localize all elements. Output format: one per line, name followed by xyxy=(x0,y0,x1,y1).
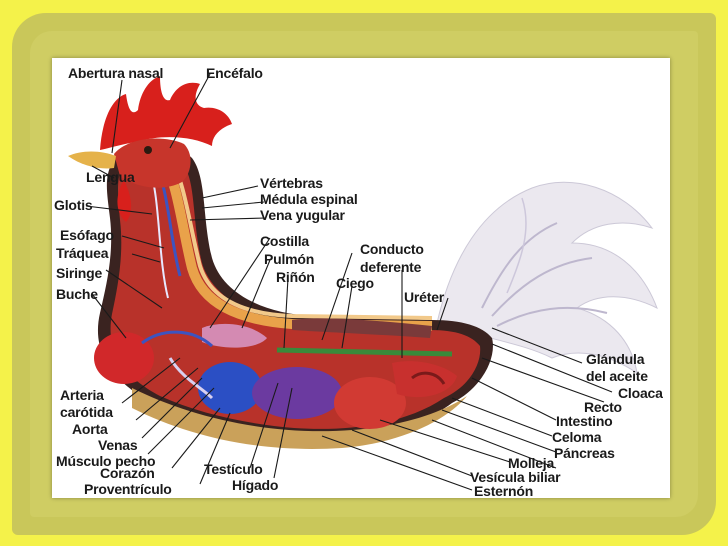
rooster-anatomy-illustration xyxy=(68,73,658,491)
label-venas: Venas xyxy=(98,437,138,453)
label-testiculo: Testículo xyxy=(204,461,263,477)
label-recto: Recto xyxy=(584,399,622,415)
label-medula-espinal: Médula espinal xyxy=(260,191,358,207)
label-pulmon: Pulmón xyxy=(264,251,315,267)
label-pancreas: Páncreas xyxy=(554,445,615,461)
label-ciego: Ciego xyxy=(336,275,374,291)
label-ureter: Uréter xyxy=(404,289,445,305)
label-esternon: Esternón xyxy=(474,483,534,498)
label-arteria: Arteria xyxy=(60,387,104,403)
label-esofago: Esófago xyxy=(60,227,114,243)
label-corazon: Corazón xyxy=(100,465,155,481)
label-siringe: Siringe xyxy=(56,265,103,281)
label-deferente: deferente xyxy=(360,259,422,275)
label-buche: Buche xyxy=(56,286,98,302)
tail-feathers xyxy=(436,181,658,375)
label-rinon: Riñón xyxy=(276,269,315,285)
label-lengua: Lengua xyxy=(86,169,135,185)
label-aorta: Aorta xyxy=(72,421,108,437)
label-costilla: Costilla xyxy=(260,233,309,249)
label-celoma: Celoma xyxy=(552,429,602,445)
leader-lines xyxy=(85,73,613,491)
label-vesicula-biliar: Vesícula biliar xyxy=(470,469,561,485)
label-glotis: Glotis xyxy=(54,197,93,213)
rooster-anatomy-figure: Abertura nasal Encéfalo Lengua Glotis Es… xyxy=(52,58,670,498)
label-traquea: Tráquea xyxy=(56,245,109,261)
label-abertura-nasal: Abertura nasal xyxy=(68,65,164,81)
label-cloaca: Cloaca xyxy=(618,385,663,401)
label-molleja: Molleja xyxy=(508,455,555,471)
label-intestino: Intestino xyxy=(556,413,613,429)
label-vena-yugular: Vena yugular xyxy=(260,207,345,223)
label-proventriculo: Proventrículo xyxy=(84,481,172,497)
label-higado: Hígado xyxy=(232,477,279,493)
label-vertebras: Vértebras xyxy=(260,175,323,191)
label-conducto: Conducto xyxy=(360,241,424,257)
label-musculo-pecho: Músculo pecho xyxy=(56,453,156,469)
internal-organs-upper xyxy=(202,318,453,357)
label-del-aceite: del aceite xyxy=(586,368,648,384)
label-glandula: Glándula xyxy=(586,351,645,367)
label-encefalo: Encéfalo xyxy=(206,65,263,81)
internal-organs-lower xyxy=(94,330,457,429)
label-carotida: carótida xyxy=(60,404,113,420)
